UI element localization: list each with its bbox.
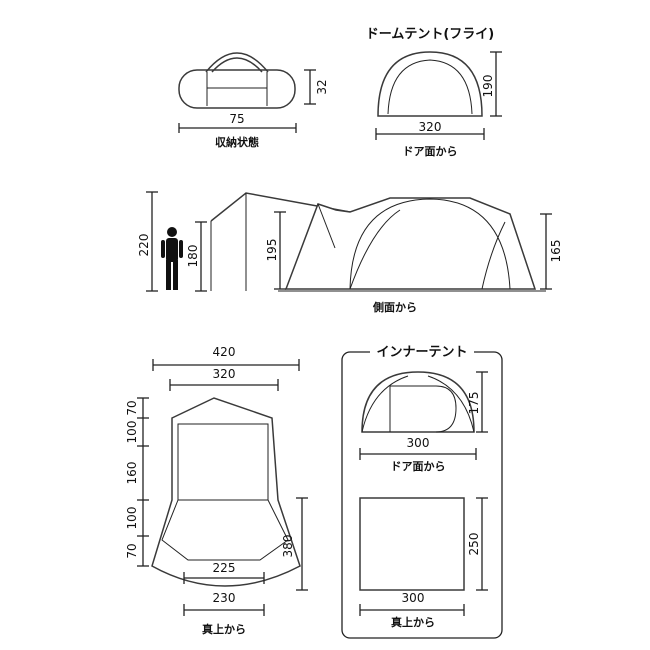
side-view-caption: 側面から (372, 300, 417, 314)
storage-length-label: 75 (229, 112, 244, 126)
seg-70-top-label: 70 (125, 400, 139, 415)
inner-tent-title: インナーテント (376, 345, 467, 360)
pole-height-label: 180 (186, 245, 200, 268)
top-view-drawing (151, 397, 301, 587)
bottom-width-dimension (183, 604, 265, 616)
pole-height-dimension (195, 221, 207, 292)
person-height-label: 220 (137, 234, 151, 257)
dome-width-dimension (375, 128, 485, 140)
inner-top-width-dimension (359, 604, 465, 616)
vestibule-width-dimension (183, 572, 265, 584)
inner-top-view-drawing (359, 497, 465, 591)
seg-160-label: 160 (125, 462, 139, 485)
inner-top-length-dimension (476, 497, 488, 591)
dome-door-caption: ドア面から (403, 145, 458, 158)
inner-title-backdrop (370, 342, 474, 360)
inner-door-width-label: 300 (407, 436, 430, 450)
dome-height-dimension (490, 51, 502, 117)
seg-100-bottom-label: 100 (125, 507, 139, 530)
top-inner-width-dimension (169, 379, 279, 391)
top-length-label: 380 (281, 535, 295, 558)
vestibule-width-label: 225 (213, 561, 236, 575)
inner-door-caption: ドア面から (391, 460, 446, 473)
top-total-width-dimension (152, 359, 300, 371)
side-height-label: 165 (549, 240, 563, 263)
person-height-dimension (146, 191, 158, 292)
dome-door-view-drawing (377, 51, 483, 117)
inner-door-view-drawing (361, 371, 475, 433)
top-segment-dimensions (137, 397, 149, 567)
inner-top-length-label: 250 (467, 533, 481, 556)
tarp-height-label: 195 (265, 239, 279, 262)
inner-door-width-dimension (359, 448, 477, 460)
top-inner-width-label: 320 (213, 367, 236, 381)
side-height-dimension (540, 213, 552, 290)
top-total-width-label: 420 (213, 345, 236, 359)
seg-100-top-label: 100 (125, 421, 139, 444)
inner-top-caption: 真上から (391, 615, 435, 629)
person-figure (161, 227, 183, 290)
tarp-height-dimension (274, 211, 286, 290)
inner-door-height-label: 175 (467, 392, 481, 415)
inner-top-width-label: 300 (402, 591, 425, 605)
inner-door-height-dimension (476, 371, 488, 433)
seg-70-bottom-label: 70 (125, 543, 139, 558)
top-view-caption: 真上から (202, 622, 246, 636)
storage-bag-drawing (178, 52, 296, 109)
storage-height-label: 32 (315, 79, 329, 94)
dome-height-label: 190 (481, 75, 495, 98)
storage-length-dimension (178, 123, 297, 133)
dome-width-label: 320 (419, 120, 442, 134)
dome-title: ドームテント(フライ) (366, 27, 495, 42)
storage-caption: 収納状態 (215, 135, 259, 149)
side-view-drawing (210, 192, 546, 292)
storage-height-dimension (304, 69, 316, 105)
bottom-width-label: 230 (213, 591, 236, 605)
top-length-dimension (296, 497, 308, 591)
